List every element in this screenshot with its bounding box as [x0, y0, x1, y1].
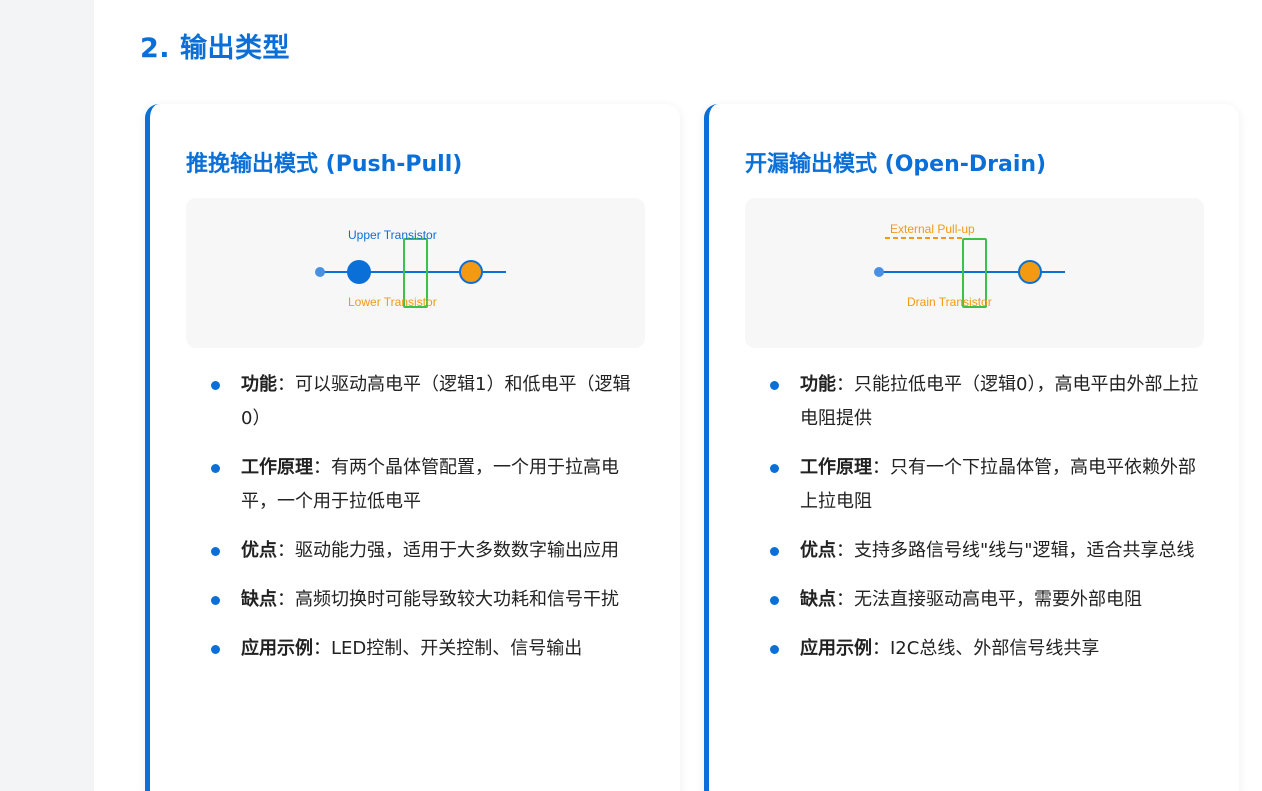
open-drain-diagram-svg: External Pull-up Drain Transistor [874, 222, 1065, 309]
list-item: 缺点：无法直接驱动高电平，需要外部电阻 [745, 583, 1204, 617]
input-node [874, 267, 884, 277]
drain-transistor-box [962, 238, 987, 308]
card-title: 开漏输出模式 (Open-Drain) [745, 152, 1047, 177]
list-item: 应用示例：I2C总线、外部信号线共享 [745, 632, 1204, 666]
drain-transistor-label: Drain Transistor [907, 295, 992, 309]
bullet-icon [770, 464, 779, 473]
list-item: 工作原理：只有一个下拉晶体管，高电平依赖外部上拉电阻 [745, 451, 1204, 519]
card-open-drain: 开漏输出模式 (Open-Drain) External Pull-up Dra… [704, 104, 1239, 791]
push-pull-diagram: Upper Transistor Lower Transistor [186, 198, 645, 348]
open-drain-feature-list: 功能：只能拉低电平（逻辑0），高电平由外部上拉电阻提供 工作原理：只有一个下拉晶… [745, 368, 1204, 681]
bullet-icon [211, 547, 220, 556]
list-item: 功能：只能拉低电平（逻辑0），高电平由外部上拉电阻提供 [745, 368, 1204, 436]
document-page: 2. 输出类型 推挽输出模式 (Push-Pull) Upper Transis… [94, 0, 1262, 791]
external-pullup-label: External Pull-up [890, 222, 975, 236]
output-node [1018, 260, 1042, 284]
push-pull-diagram-svg: Upper Transistor Lower Transistor [315, 228, 506, 309]
card-push-pull: 推挽输出模式 (Push-Pull) Upper Transistor Lowe… [145, 104, 680, 791]
list-item: 应用示例：LED控制、开关控制、信号输出 [186, 632, 645, 666]
list-item: 优点：支持多路信号线"线与"逻辑，适合共享总线 [745, 534, 1204, 568]
upper-transistor-label: Upper Transistor [348, 228, 437, 242]
bullet-icon [211, 381, 220, 390]
list-item: 工作原理：有两个晶体管配置，一个用于拉高电平，一个用于拉低电平 [186, 451, 645, 519]
list-item: 缺点：高频切换时可能导致较大功耗和信号干扰 [186, 583, 645, 617]
list-item: 功能：可以驱动高电平（逻辑1）和低电平（逻辑0） [186, 368, 645, 436]
list-item: 优点：驱动能力强，适用于大多数数字输出应用 [186, 534, 645, 568]
bullet-icon [211, 596, 220, 605]
bullet-icon [770, 381, 779, 390]
open-drain-diagram: External Pull-up Drain Transistor [745, 198, 1204, 348]
upper-transistor-node [347, 260, 371, 284]
lower-transistor-label: Lower Transistor [348, 295, 437, 309]
bullet-icon [211, 645, 220, 654]
section-title: 2. 输出类型 [140, 33, 290, 64]
transistor-box [403, 238, 428, 308]
input-node [315, 267, 325, 277]
bullet-icon [770, 547, 779, 556]
push-pull-feature-list: 功能：可以驱动高电平（逻辑1）和低电平（逻辑0） 工作原理：有两个晶体管配置，一… [186, 368, 645, 681]
bullet-icon [211, 464, 220, 473]
bullet-icon [770, 645, 779, 654]
output-node [459, 260, 483, 284]
bullet-icon [770, 596, 779, 605]
card-title: 推挽输出模式 (Push-Pull) [186, 152, 463, 177]
